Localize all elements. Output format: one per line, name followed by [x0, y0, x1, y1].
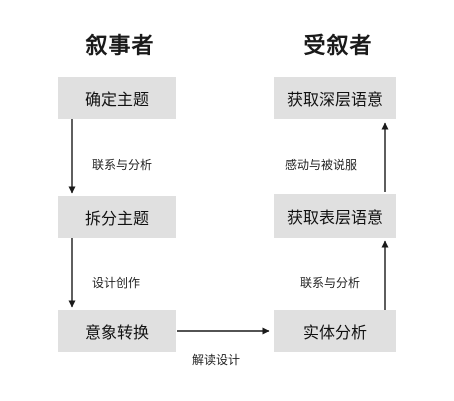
receiver-node-surface-semantics: 获取表层语意 — [274, 194, 396, 238]
edge-label-receiver-connect-analyze: 联系与分析 — [300, 276, 361, 290]
receiver-title: 受叙者 — [303, 34, 373, 59]
edge-label-narrator-design-create: 设计创作 — [92, 276, 141, 290]
edge-label-narrator-connect-analyze: 联系与分析 — [92, 158, 153, 172]
receiver-node-entity-analysis: 实体分析 — [274, 310, 396, 352]
narrator-node-split-theme: 拆分主题 — [58, 196, 176, 238]
narrator-node-image-transform: 意象转换 — [58, 310, 176, 352]
narrator-title: 叙事者 — [85, 34, 155, 59]
receiver-node-deep-semantics: 获取深层语意 — [274, 77, 396, 119]
edge-label-receiver-moved-persuaded: 感动与被说服 — [285, 158, 358, 172]
edge-label-bridge-interpret-design: 解读设计 — [192, 353, 241, 367]
narrator-node-determine-theme: 确定主题 — [58, 77, 176, 119]
